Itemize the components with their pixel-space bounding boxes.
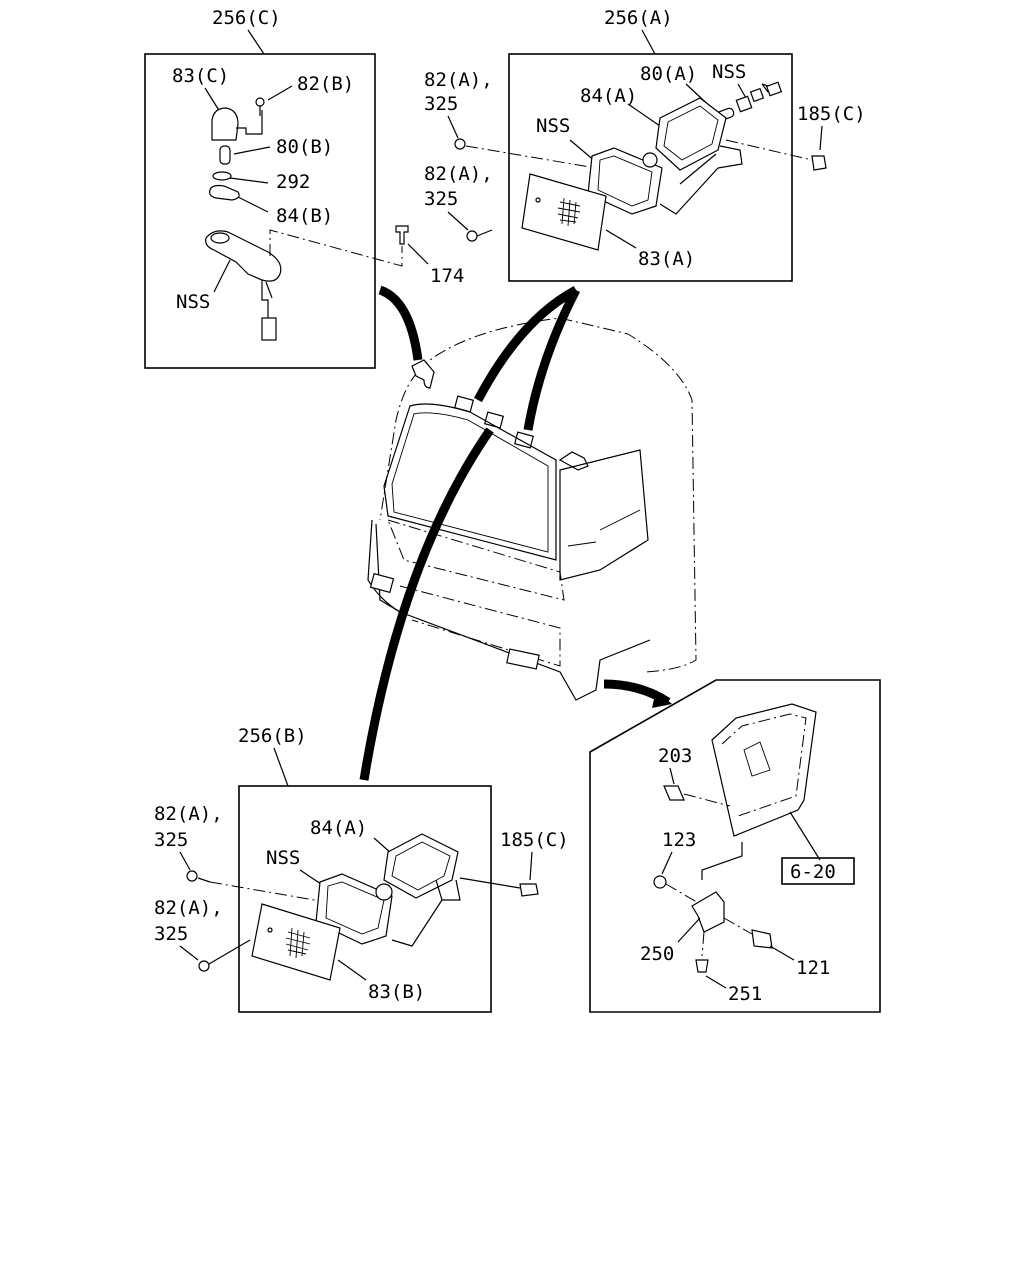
group-256b-title: 256(B) <box>238 725 307 747</box>
lens-83a-part <box>521 173 607 251</box>
label-185c-a: 185(C) <box>797 103 866 125</box>
label-292: 292 <box>276 171 310 193</box>
label-121: 121 <box>796 957 830 979</box>
label-251: 251 <box>728 983 762 1005</box>
label-82a-top-a: 82(A), <box>424 69 493 91</box>
screw-82b-part <box>255 97 265 107</box>
lens-grid-a <box>557 197 581 227</box>
bolt-174-part <box>395 225 409 245</box>
group-256b-frame <box>238 785 492 1013</box>
group-256a: 256(A) 82(A), 325 82(A), 325 80(A) NSS 8… <box>424 7 866 282</box>
roof-lamp-1 <box>453 395 475 413</box>
label-250: 250 <box>640 943 674 965</box>
clip-203-part <box>663 785 685 801</box>
headlight-left <box>369 572 395 594</box>
label-185c-b: 185(C) <box>500 829 569 851</box>
label-84a-a: 84(A) <box>580 85 637 107</box>
label-83c: 83(C) <box>172 65 229 87</box>
cap-83c-part <box>211 107 239 141</box>
label-80b: 80(B) <box>276 136 333 158</box>
truck-cab <box>367 317 697 701</box>
lamp-body-nss-c <box>205 230 282 282</box>
label-nss-c: NSS <box>176 291 210 313</box>
label-325-bot-b: 325 <box>154 923 188 945</box>
screw-82a-top-b-part <box>186 870 198 882</box>
label-84b: 84(B) <box>276 205 333 227</box>
group-256a-frame <box>508 53 793 282</box>
group-bracket: 203 6-20 123 250 121 251 <box>589 679 881 1013</box>
side-lamp-right <box>558 451 589 471</box>
label-nss-mid-a: NSS <box>536 115 570 137</box>
label-83b: 83(B) <box>368 981 425 1003</box>
label-174: 174 <box>430 265 464 287</box>
connector-part <box>261 317 277 341</box>
lens-83b-part <box>251 903 341 981</box>
screw-251-part <box>695 959 709 973</box>
side-lamp-left <box>411 359 435 389</box>
roof-lamp-2 <box>483 411 505 429</box>
screw-82a-top-part <box>454 138 466 150</box>
windshield <box>383 403 557 561</box>
group-256c-title: 256(C) <box>212 7 281 29</box>
label-nss-top-a: NSS <box>712 61 746 83</box>
label-123: 123 <box>662 829 696 851</box>
clip-185c-b-part <box>519 883 539 897</box>
label-nss-b: NSS <box>266 847 300 869</box>
group-256b: 256(B) 82(A), 325 82(A), 325 84(A) NSS 1… <box>154 725 569 1013</box>
lens-grid-b <box>285 927 311 959</box>
label-ref-6-20: 6-20 <box>790 861 836 883</box>
screw-82a-bot-b-part <box>198 960 210 972</box>
screw-82a-bot-part <box>466 230 478 242</box>
leader-lines <box>359 285 672 781</box>
group-bracket-frame <box>589 679 881 1013</box>
label-82b: 82(B) <box>297 73 354 95</box>
label-82a-top-b: 82(A), <box>154 803 223 825</box>
label-84a-b: 84(A) <box>310 817 367 839</box>
bracket-250-part <box>691 891 725 933</box>
gasket-84a-part <box>655 97 727 171</box>
label-325-bot-a: 325 <box>424 188 458 210</box>
label-325-top-b: 325 <box>154 829 188 851</box>
washer-292-part <box>212 171 232 181</box>
label-203: 203 <box>658 745 692 767</box>
group-256c-frame <box>144 53 376 369</box>
ref-6-20-box <box>781 857 855 885</box>
clip-185c-a-part <box>811 155 827 171</box>
label-82a-bot-a: 82(A), <box>424 163 493 185</box>
label-83a: 83(A) <box>638 248 695 270</box>
group-256c: 256(C) 83(C) 82(B) 80(B) 292 84(B) NSS <box>144 7 464 369</box>
label-325-top-a: 325 <box>424 93 458 115</box>
label-82a-bot-b: 82(A), <box>154 897 223 919</box>
fender-panel-part <box>711 703 817 837</box>
group-256a-title: 256(A) <box>604 7 673 29</box>
headlight-right <box>506 648 540 670</box>
door <box>559 449 649 581</box>
gasket-84b-part <box>209 184 240 201</box>
clip-121-part <box>751 929 773 949</box>
bulb-80b-part <box>219 145 231 165</box>
nut-123-part <box>653 875 667 889</box>
label-80a: 80(A) <box>640 63 697 85</box>
